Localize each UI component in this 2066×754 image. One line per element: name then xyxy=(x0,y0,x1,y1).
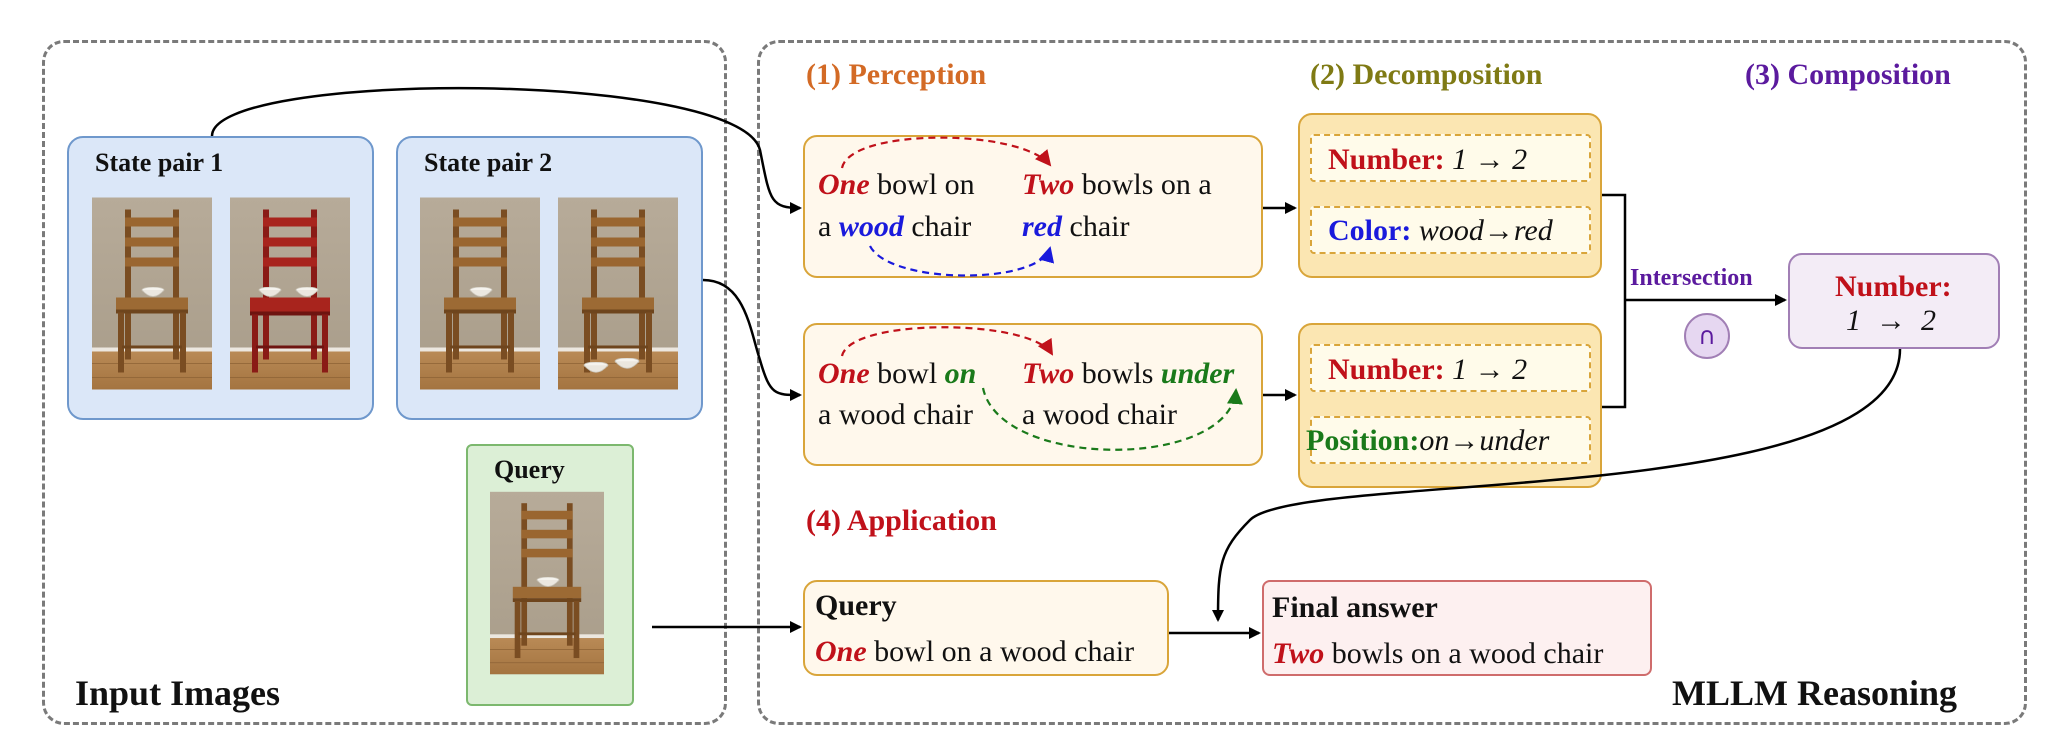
perception2-right-line1: Two bowls under xyxy=(1022,357,1235,390)
step-application-heading: (4) Application xyxy=(806,504,997,537)
photo-pair1-after xyxy=(230,197,350,390)
decomp1-number-text: Number: 1 → 2 xyxy=(1328,143,1528,176)
step-composition-heading: (3) Composition xyxy=(1745,58,1951,91)
state-pair-1-label: State pair 1 xyxy=(95,148,224,177)
intersection-symbol-glyph: ∩ xyxy=(1698,322,1716,350)
photo-pair1-before xyxy=(92,197,212,390)
application-query-title: Query xyxy=(815,589,897,622)
input-images-label: Input Images xyxy=(75,673,281,713)
decomp1-color-row xyxy=(1310,206,1591,254)
perception-box-1 xyxy=(803,135,1263,278)
perception1-right-line1: Two bowls on a xyxy=(1022,168,1212,201)
perception2-right-line2: a wood chair xyxy=(1022,398,1177,431)
step-decomposition-heading: (2) Decomposition xyxy=(1310,58,1543,91)
perception2-left-line1: One bowl on xyxy=(818,357,977,390)
decomp1-number-row xyxy=(1310,134,1591,182)
query-image-label: Query xyxy=(494,455,565,484)
step-perception-heading: (1) Perception xyxy=(806,58,987,91)
decomp1-color-text: Color: wood→red xyxy=(1328,214,1553,247)
application-query-text: One bowl on a wood chair xyxy=(815,635,1135,668)
perception1-left-line2: a wood chair xyxy=(818,210,972,243)
mllm-reasoning-label: MLLM Reasoning xyxy=(1672,673,1958,713)
perception1-right-line2: red chair xyxy=(1022,210,1130,243)
final-answer-title: Final answer xyxy=(1272,591,1438,624)
decomp2-position-text: Position:on→under xyxy=(1306,424,1550,457)
intersection-symbol: ∩ xyxy=(1684,313,1730,359)
perception2-left-line2: a wood chair xyxy=(818,398,973,431)
photo-pair2-after xyxy=(558,197,678,390)
composition-result-box xyxy=(1788,253,2000,349)
perception1-left-line1: One bowl on xyxy=(818,168,975,201)
intersection-label: Intersection xyxy=(1630,265,1753,291)
composition-result-value: 1 → 2 xyxy=(1846,304,1936,337)
composition-result-key: Number: xyxy=(1835,270,1952,303)
final-answer-text: Two bowls on a wood chair xyxy=(1272,637,1604,670)
photo-pair2-before xyxy=(420,197,540,390)
decomp2-number-text: Number: 1 → 2 xyxy=(1328,353,1528,386)
photo-query xyxy=(490,491,604,675)
application-query-box xyxy=(803,580,1169,676)
perception-box-2 xyxy=(803,323,1263,466)
